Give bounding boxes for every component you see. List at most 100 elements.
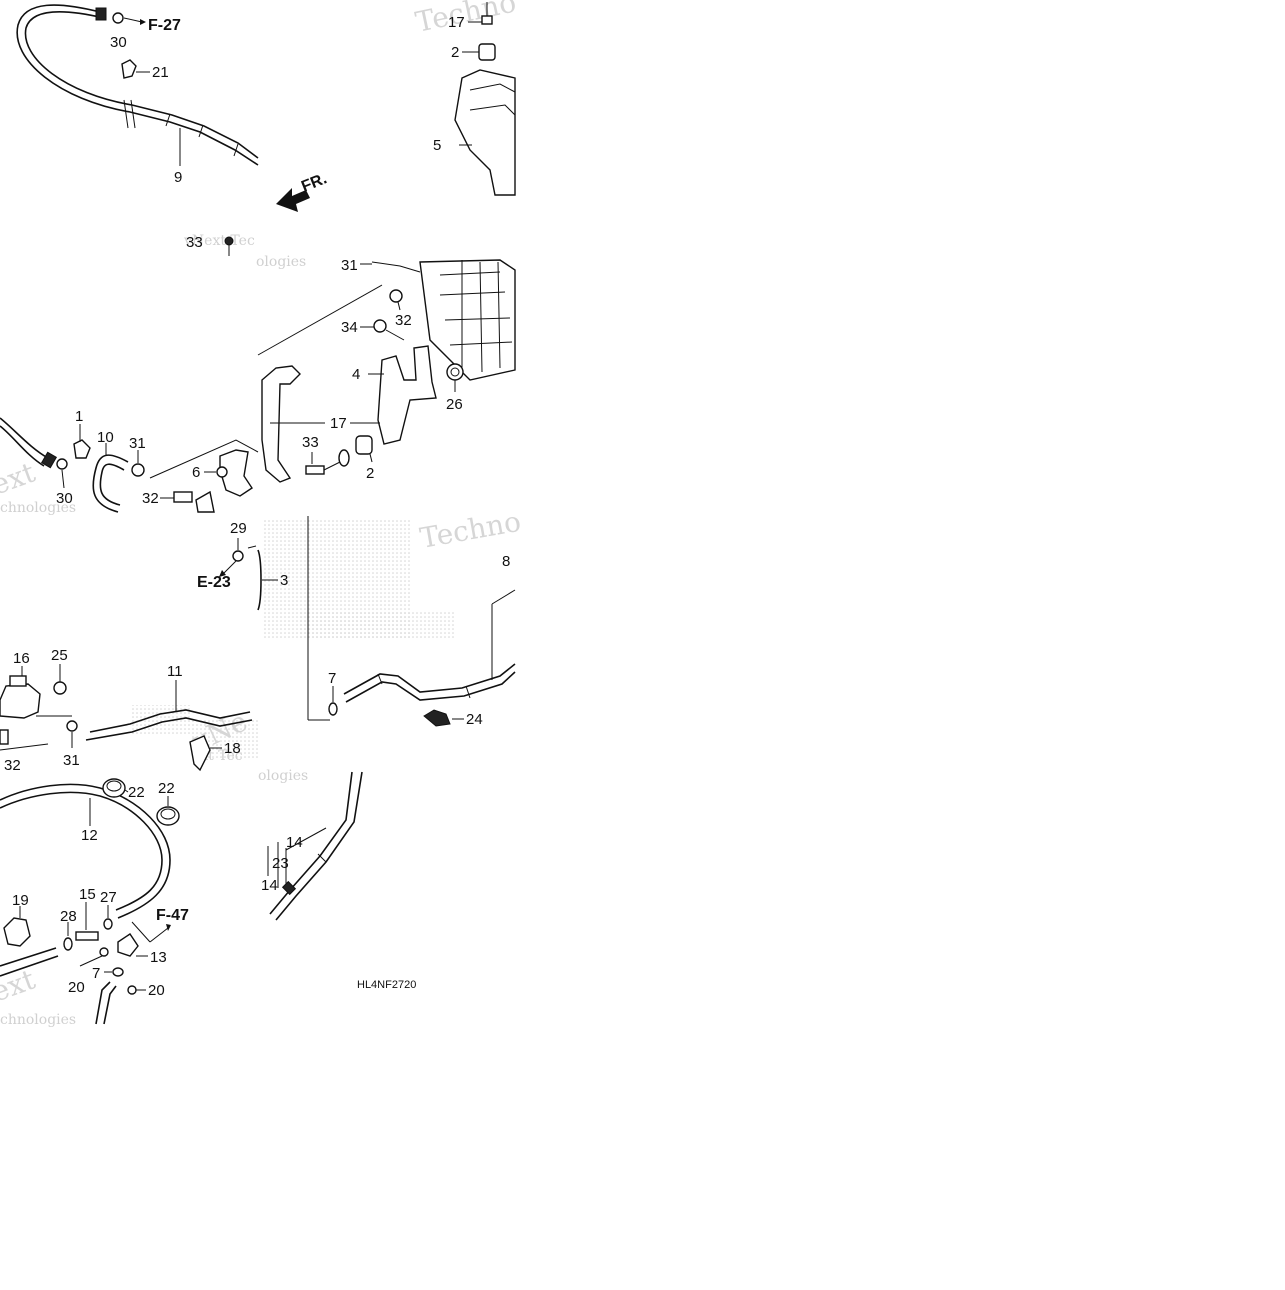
section-purge-valve: 16 25 31 11 32 18 (0, 647, 253, 774)
hose-12 (0, 783, 171, 919)
watermark-layer: Techno vNext Tec ologies ext chnologies … (0, 0, 523, 1028)
clamp-24 (423, 709, 451, 727)
hose-8 (343, 663, 516, 695)
watermark-text: chnologies (0, 1012, 76, 1028)
clip-22 (102, 778, 126, 798)
callout-1: 1 (75, 408, 83, 425)
callout-7: 7 (328, 670, 336, 687)
nut-26 (446, 363, 464, 381)
bolt-34 (373, 319, 387, 333)
watermark-text: ologies (256, 254, 306, 270)
grommet-2 (355, 435, 373, 455)
clip-7 (328, 702, 338, 716)
callout-31: 31 (63, 752, 80, 769)
arrow-icon (219, 570, 226, 577)
bracket-17 (261, 365, 301, 483)
callout-19: 19 (12, 892, 29, 909)
fr-label: FR. (299, 170, 329, 195)
callout-4: 4 (352, 366, 360, 383)
break-mark (123, 99, 129, 129)
clamp-19 (3, 917, 31, 947)
clamp-1 (73, 439, 91, 459)
callout-20: 20 (68, 979, 85, 996)
clip-28 (63, 937, 73, 951)
callout-32: 32 (142, 490, 159, 507)
callout-18: 18 (224, 740, 241, 757)
callout-16: 16 (13, 650, 30, 667)
callout-8: 8 (502, 553, 510, 570)
callout-27: 27 (100, 889, 117, 906)
clamp-21 (121, 59, 137, 79)
callout-31: 31 (341, 257, 358, 274)
section-bottom-left: 12 22 22 19 28 15 27 F-47 13 20 7 (0, 778, 189, 1025)
callout-32: 32 (4, 757, 21, 774)
callout-6: 6 (192, 464, 200, 481)
hose-3 (257, 549, 262, 611)
hose-11 (89, 709, 251, 733)
callout-17: 17 (330, 415, 347, 432)
callout-33: 33 (302, 434, 319, 451)
hose-end-fitting (95, 7, 107, 21)
section-top-left: F-27 30 21 9 FR. 33 (16, 4, 329, 256)
callout-14: 14 (261, 877, 278, 894)
clip-30 (56, 458, 68, 470)
watermark-text: ologies (258, 768, 308, 784)
callout-20: 20 (148, 982, 165, 999)
clip-31 (66, 720, 78, 732)
clip-30 (112, 12, 124, 24)
callout-23: 23 (272, 855, 289, 872)
callout-13: 13 (150, 949, 167, 966)
front-direction-arrow: FR. (276, 170, 329, 212)
callout-33: 33 (186, 234, 203, 251)
section-top-right: 17 2 5 (433, 2, 516, 196)
bolt-33 (305, 465, 325, 475)
ring-27 (103, 918, 113, 930)
callout-9: 9 (174, 169, 182, 186)
callout-29: 29 (230, 520, 247, 537)
section-bottom-right: 14 23 14 HL4NF2720 (261, 771, 416, 991)
hose-9 (16, 4, 259, 166)
bolt-32 (173, 491, 193, 503)
callout-31: 31 (129, 435, 146, 452)
callout-30: 30 (56, 490, 73, 507)
hose (0, 417, 49, 459)
watermark-text: chnologies (0, 500, 76, 516)
hose-9-outline (24, 11, 259, 159)
callout-21: 21 (152, 64, 169, 81)
callout-12: 12 (81, 827, 98, 844)
watermark-text: vNext Tec (183, 233, 255, 249)
callout-34: 34 (341, 319, 358, 336)
fr-arrow-icon (276, 188, 310, 212)
clip-22 (156, 806, 180, 826)
callout-26: 26 (446, 396, 463, 413)
callout-22: 22 (158, 780, 175, 797)
watermark-text: ext (0, 455, 40, 501)
callout-2: 2 (451, 44, 459, 61)
clip-20 (127, 985, 137, 995)
grommet-2 (478, 43, 496, 61)
dotted-logo-watermark (130, 520, 455, 760)
callout-32: 32 (395, 312, 412, 329)
callout-30: 30 (110, 34, 127, 51)
section-middle-right: 31 32 34 4 26 17 33 2 (257, 257, 516, 483)
bracket-4 (377, 345, 437, 445)
clip-7 (112, 967, 124, 977)
reference-e23: E-23 (197, 574, 231, 591)
bolt-25 (53, 681, 67, 695)
watermark-text: Techno (417, 505, 523, 555)
cap-29 (232, 550, 244, 562)
bolt-32 (389, 289, 403, 303)
callout-11: 11 (167, 663, 183, 680)
callout-28: 28 (60, 908, 77, 925)
callout-22: 22 (128, 784, 145, 801)
joint-13 (117, 933, 139, 957)
callout-5: 5 (433, 137, 441, 154)
section-e23: 29 E-23 3 (197, 520, 288, 611)
callout-10: 10 (97, 429, 114, 446)
diagram-code: HL4NF2720 (357, 979, 416, 991)
hose-10 (92, 454, 129, 513)
reference-f47: F-47 (156, 907, 189, 924)
callout-7: 7 (92, 965, 100, 982)
arrow-icon (166, 924, 171, 931)
